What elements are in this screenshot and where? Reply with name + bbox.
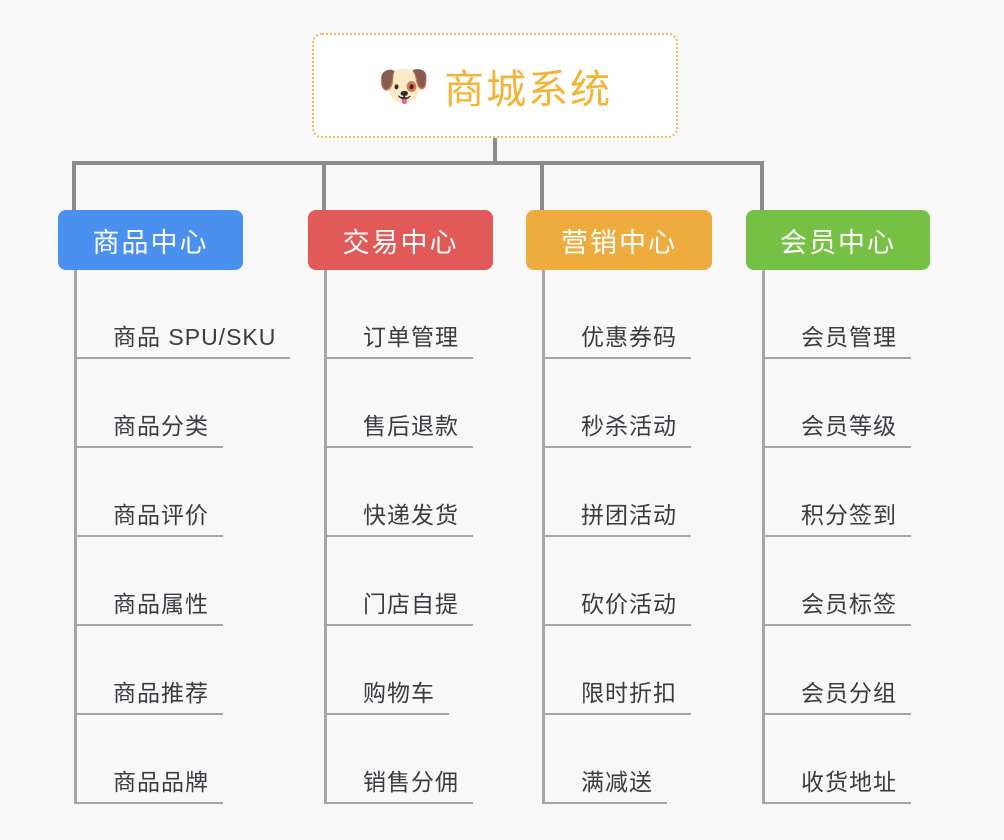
leaf-list-trade-center: 订单管理售后退款快递发货门店自提购物车销售分佣 xyxy=(324,270,493,804)
branch-column-member-center: 会员中心会员管理会员等级积分签到会员标签会员分组收货地址 xyxy=(746,210,930,804)
leaf-item[interactable]: 商品推荐 xyxy=(77,626,243,715)
leaf-item-label: 积分签到 xyxy=(801,502,897,528)
category-header-label: 营销中心 xyxy=(561,227,677,258)
leaf-item-underline xyxy=(327,357,473,359)
leaf-item[interactable]: 商品品牌 xyxy=(77,715,243,804)
leaf-item[interactable]: 满减送 xyxy=(545,715,712,804)
horizontal-bus-connector xyxy=(72,161,764,165)
leaf-item-label: 会员管理 xyxy=(801,324,897,350)
leaf-list-member-center: 会员管理会员等级积分签到会员标签会员分组收货地址 xyxy=(762,270,930,804)
leaf-item-label: 会员标签 xyxy=(801,591,897,617)
leaf-item[interactable]: 门店自提 xyxy=(327,537,493,626)
leaf-item-label: 快递发货 xyxy=(363,502,459,528)
root-stem-connector xyxy=(493,138,497,165)
category-header-member-center[interactable]: 会员中心 xyxy=(746,210,930,270)
category-header-product-center[interactable]: 商品中心 xyxy=(58,210,243,270)
leaf-item-underline xyxy=(327,713,449,715)
leaf-item[interactable]: 会员标签 xyxy=(765,537,930,626)
leaf-item[interactable]: 会员分组 xyxy=(765,626,930,715)
leaf-item[interactable]: 收货地址 xyxy=(765,715,930,804)
leaf-item-label: 商品分类 xyxy=(113,413,209,439)
leaf-item-underline xyxy=(545,802,667,804)
leaf-item[interactable]: 拼团活动 xyxy=(545,448,712,537)
leaf-item-label: 订单管理 xyxy=(363,324,459,350)
root-node[interactable]: 🐶 商城系统 xyxy=(312,33,678,138)
leaf-item-underline xyxy=(77,713,223,715)
leaf-item-underline xyxy=(765,357,911,359)
leaf-item[interactable]: 限时折扣 xyxy=(545,626,712,715)
leaf-item[interactable]: 优惠券码 xyxy=(545,270,712,359)
leaf-item-underline xyxy=(77,446,223,448)
leaf-list-product-center: 商品 SPU/SKU 商品分类商品评价商品属性商品推荐商品品牌 xyxy=(74,270,290,804)
category-header-trade-center[interactable]: 交易中心 xyxy=(308,210,493,270)
leaf-item-label: 满减送 xyxy=(581,769,653,795)
leaf-item[interactable]: 商品属性 xyxy=(77,537,243,626)
leaf-item-underline xyxy=(765,624,911,626)
leaf-item[interactable]: 购物车 xyxy=(327,626,493,715)
category-header-label: 商品中心 xyxy=(92,227,209,258)
leaf-item[interactable]: 会员管理 xyxy=(765,270,930,359)
leaf-item[interactable]: 售后退款 xyxy=(327,359,493,448)
leaf-item[interactable]: 会员等级 xyxy=(765,359,930,448)
leaf-item-underline xyxy=(545,446,691,448)
category-header-marketing-center[interactable]: 营销中心 xyxy=(526,210,712,270)
root-title: 商城系统 xyxy=(444,67,613,112)
leaf-item[interactable]: 商品 SPU/SKU xyxy=(77,270,290,359)
leaf-item-underline xyxy=(77,624,223,626)
branch-column-trade-center: 交易中心订单管理售后退款快递发货门店自提购物车销售分佣 xyxy=(308,210,493,804)
leaf-item[interactable]: 秒杀活动 xyxy=(545,359,712,448)
dog-face-icon: 🐶 xyxy=(377,61,431,109)
leaf-item[interactable]: 砍价活动 xyxy=(545,537,712,626)
leaf-item[interactable]: 商品分类 xyxy=(77,359,243,448)
leaf-item-label: 拼团活动 xyxy=(581,502,677,528)
leaf-item-label: 销售分佣 xyxy=(363,769,459,795)
leaf-item-underline xyxy=(545,624,691,626)
leaf-item[interactable]: 积分签到 xyxy=(765,448,930,537)
branch-drop-connector-product-center xyxy=(72,161,76,210)
leaf-item-underline xyxy=(327,624,473,626)
leaf-item-underline xyxy=(77,357,290,359)
leaf-item-underline xyxy=(545,357,691,359)
leaf-item-label: 会员等级 xyxy=(801,413,897,439)
branch-drop-connector-member-center xyxy=(760,161,764,210)
leaf-item-label: 会员分组 xyxy=(801,680,897,706)
category-header-label: 会员中心 xyxy=(780,227,896,258)
leaf-item-label: 商品品牌 xyxy=(113,769,209,795)
leaf-item-underline xyxy=(765,802,911,804)
leaf-item-underline xyxy=(77,802,223,804)
leaf-item-label: 砍价活动 xyxy=(581,591,677,617)
leaf-item-underline xyxy=(327,446,473,448)
leaf-item[interactable]: 销售分佣 xyxy=(327,715,493,804)
branch-drop-connector-trade-center xyxy=(322,161,326,210)
leaf-item-underline xyxy=(765,713,911,715)
leaf-item-label: 商品推荐 xyxy=(113,680,209,706)
leaf-item-label: 商品评价 xyxy=(113,502,209,528)
leaf-item-underline xyxy=(545,535,691,537)
leaf-item-underline xyxy=(765,535,911,537)
leaf-item-underline xyxy=(327,802,473,804)
leaf-item-label: 商品 SPU/SKU xyxy=(113,324,277,350)
leaf-item-label: 限时折扣 xyxy=(581,680,677,706)
leaf-item-underline xyxy=(327,535,473,537)
leaf-item[interactable]: 快递发货 xyxy=(327,448,493,537)
leaf-item[interactable]: 商品评价 xyxy=(77,448,243,537)
leaf-item-underline xyxy=(765,446,911,448)
leaf-item-label: 优惠券码 xyxy=(581,324,677,350)
leaf-item-label: 商品属性 xyxy=(113,591,209,617)
leaf-item-underline xyxy=(77,535,223,537)
leaf-item-label: 购物车 xyxy=(363,680,435,706)
category-header-label: 交易中心 xyxy=(342,227,459,258)
branch-column-marketing-center: 营销中心优惠券码秒杀活动拼团活动砍价活动限时折扣满减送 xyxy=(526,210,712,804)
leaf-item-label: 售后退款 xyxy=(363,413,459,439)
leaf-item-label: 收货地址 xyxy=(801,769,897,795)
leaf-item[interactable]: 订单管理 xyxy=(327,270,493,359)
branch-column-product-center: 商品中心商品 SPU/SKU 商品分类商品评价商品属性商品推荐商品品牌 xyxy=(58,210,290,804)
leaf-list-marketing-center: 优惠券码秒杀活动拼团活动砍价活动限时折扣满减送 xyxy=(542,270,712,804)
leaf-item-label: 门店自提 xyxy=(363,591,459,617)
branch-drop-connector-marketing-center xyxy=(540,161,544,210)
leaf-item-underline xyxy=(545,713,691,715)
leaf-item-label: 秒杀活动 xyxy=(581,413,677,439)
